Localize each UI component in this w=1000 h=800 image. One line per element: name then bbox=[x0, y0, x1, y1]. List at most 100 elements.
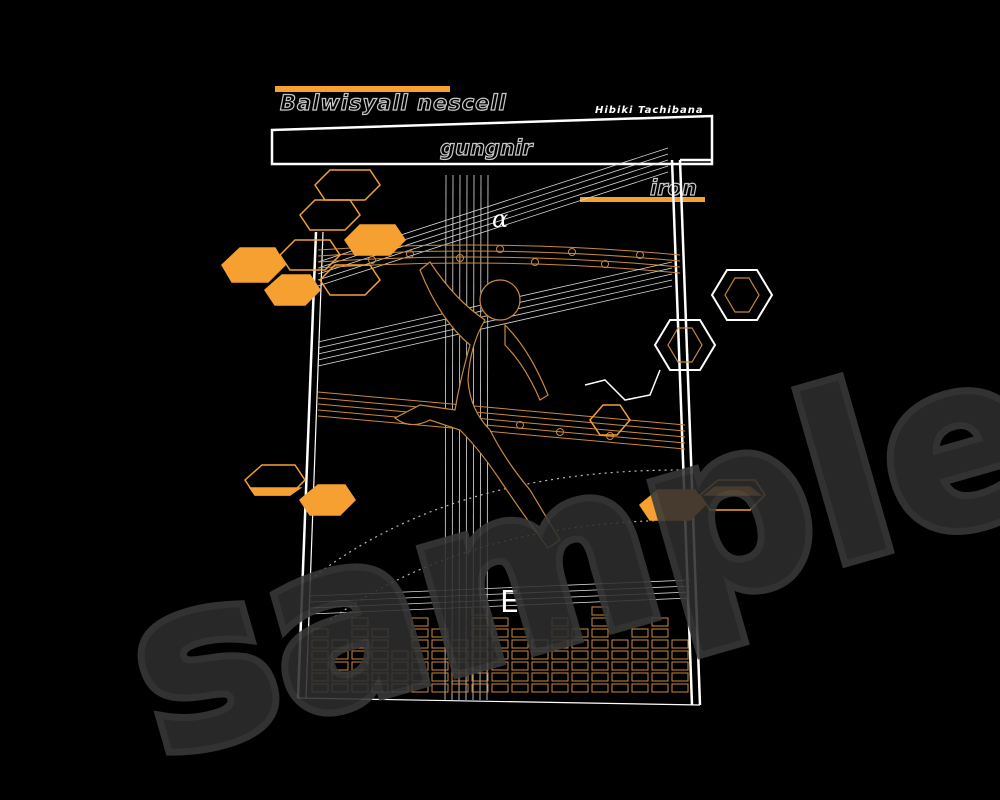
eq-cell bbox=[671, 639, 689, 649]
eq-cell bbox=[651, 661, 669, 671]
eq-cell bbox=[451, 639, 469, 649]
eq-cell bbox=[351, 617, 369, 627]
eq-cell bbox=[671, 683, 689, 693]
iron-accent-bar bbox=[580, 197, 705, 202]
eq-cell bbox=[351, 628, 369, 638]
eq-cell bbox=[591, 617, 609, 627]
eq-cell bbox=[591, 683, 609, 693]
eq-cell bbox=[551, 683, 569, 693]
eq-cell bbox=[351, 650, 369, 660]
artwork-title: Balwisyall nescell bbox=[280, 91, 507, 115]
eq-cell bbox=[351, 661, 369, 671]
title-accent-bar bbox=[275, 86, 450, 92]
eq-cell bbox=[671, 650, 689, 660]
eq-cell bbox=[611, 683, 629, 693]
eq-cell bbox=[591, 672, 609, 682]
eq-cell bbox=[611, 639, 629, 649]
eq-cell bbox=[491, 628, 509, 638]
orange-staff-lower bbox=[317, 391, 686, 450]
eq-cell bbox=[351, 672, 369, 682]
eq-cell bbox=[311, 683, 329, 693]
eq-cell bbox=[411, 683, 429, 693]
eq-cell bbox=[611, 661, 629, 671]
main-frame bbox=[296, 158, 712, 706]
eq-cell bbox=[531, 683, 549, 693]
eq-cell bbox=[431, 683, 449, 693]
dotted-arcs bbox=[309, 469, 691, 621]
eq-cell bbox=[331, 650, 349, 660]
eq-cell bbox=[391, 672, 409, 682]
eq-cell bbox=[331, 672, 349, 682]
eq-cell bbox=[591, 650, 609, 660]
eq-cell bbox=[571, 683, 589, 693]
eq-cell bbox=[311, 672, 329, 682]
eq-cell bbox=[551, 628, 569, 638]
eq-cell bbox=[491, 672, 509, 682]
eq-cell bbox=[471, 683, 489, 693]
eq-cell bbox=[531, 650, 549, 660]
eq-cell bbox=[631, 672, 649, 682]
eq-cell bbox=[511, 628, 529, 638]
hexagon-cluster-left bbox=[244, 464, 356, 516]
eq-cell bbox=[591, 661, 609, 671]
jumping-figure bbox=[393, 261, 561, 549]
eq-cell bbox=[511, 683, 529, 693]
eq-cell bbox=[631, 683, 649, 693]
eq-cell bbox=[511, 672, 529, 682]
eq-cell bbox=[411, 639, 429, 649]
eq-cell bbox=[531, 672, 549, 682]
eq-cell bbox=[311, 661, 329, 671]
eq-cell bbox=[431, 639, 449, 649]
eq-cell bbox=[431, 672, 449, 682]
eq-cell bbox=[491, 661, 509, 671]
hexagon-cluster-right bbox=[639, 479, 766, 521]
bottom-staff bbox=[309, 579, 691, 615]
eq-cell bbox=[651, 639, 669, 649]
eq-cell bbox=[331, 639, 349, 649]
eq-cell bbox=[651, 672, 669, 682]
chemical-structure bbox=[584, 269, 774, 436]
eq-cell bbox=[511, 650, 529, 660]
eq-cell bbox=[311, 628, 329, 638]
eq-cell bbox=[471, 650, 489, 660]
eq-cell bbox=[671, 672, 689, 682]
eq-cell bbox=[551, 617, 569, 627]
eq-cell bbox=[551, 650, 569, 660]
eq-cell bbox=[391, 661, 409, 671]
hexagon-cluster-top bbox=[221, 169, 406, 306]
eq-cell bbox=[551, 661, 569, 671]
author-name: Hibiki Tachibana bbox=[595, 105, 704, 116]
eq-cell bbox=[411, 661, 429, 671]
eq-cell bbox=[531, 639, 549, 649]
eq-cell bbox=[571, 639, 589, 649]
eq-cell bbox=[351, 639, 369, 649]
title-box bbox=[270, 114, 714, 166]
eq-cell bbox=[371, 672, 389, 682]
eq-cell bbox=[571, 672, 589, 682]
eq-cell bbox=[431, 650, 449, 660]
eq-cell bbox=[571, 628, 589, 638]
eq-cell bbox=[431, 661, 449, 671]
eq-cell bbox=[411, 617, 429, 627]
eq-cell bbox=[491, 617, 509, 627]
equalizer-grid bbox=[311, 606, 689, 693]
eq-cell bbox=[371, 639, 389, 649]
eq-cell bbox=[611, 672, 629, 682]
eq-cell bbox=[471, 617, 489, 627]
eq-cell bbox=[551, 639, 569, 649]
eq-cell bbox=[551, 672, 569, 682]
eq-cell bbox=[631, 650, 649, 660]
eq-cell bbox=[371, 661, 389, 671]
eq-cell bbox=[471, 639, 489, 649]
eq-cell bbox=[611, 650, 629, 660]
eq-cell bbox=[651, 617, 669, 627]
eq-cell bbox=[371, 650, 389, 660]
eq-cell bbox=[451, 683, 469, 693]
eq-cell bbox=[491, 650, 509, 660]
eq-cell bbox=[411, 672, 429, 682]
eq-cell bbox=[511, 639, 529, 649]
eq-cell bbox=[571, 661, 589, 671]
eq-cell bbox=[411, 650, 429, 660]
eq-cell bbox=[651, 650, 669, 660]
